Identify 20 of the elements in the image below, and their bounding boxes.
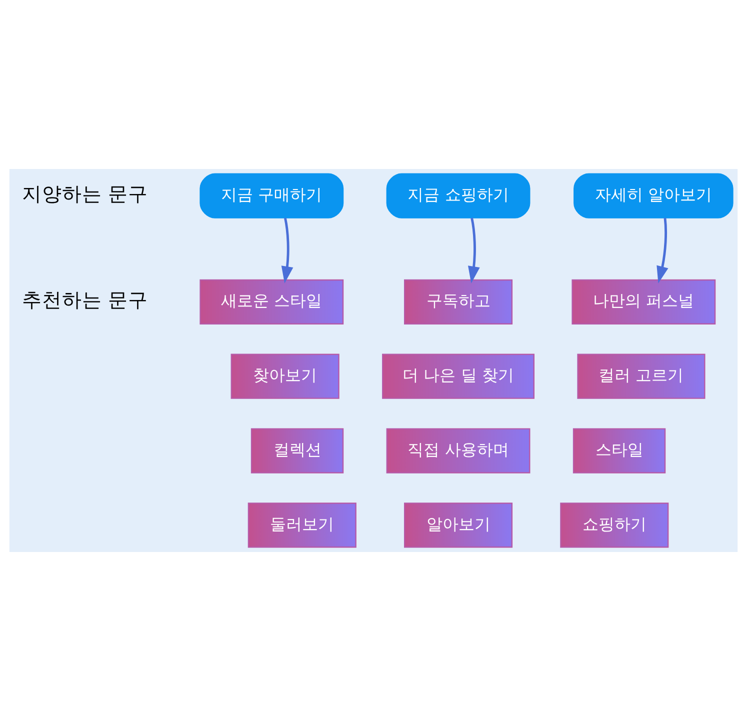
node-box: 지금 쇼핑하기 — [386, 172, 530, 218]
node-box: 컬렉션 — [250, 428, 344, 473]
node-box: 찾아보기 — [230, 353, 339, 398]
arrow — [468, 217, 480, 283]
node-box: 알아보기 — [404, 502, 512, 548]
label: 지양하는 문구 — [21, 182, 148, 205]
node-box: 둘러보기 — [247, 502, 356, 548]
node-box: 자세히 알아보기 — [573, 172, 733, 218]
node-box: 나만의 퍼스널 — [571, 278, 716, 324]
node-box: 스타일 — [572, 428, 666, 473]
node-box: 컬러 고르기 — [576, 353, 705, 398]
node-box: 지금 구매하기 — [199, 172, 344, 218]
node-box: 새로운 스타일 — [199, 278, 344, 324]
label: 추천하는 문구 — [21, 288, 148, 312]
arrow — [280, 217, 293, 283]
node-box: 더 나은 딜 찾기 — [382, 353, 534, 398]
node-box: 구독하고 — [404, 278, 512, 324]
node-box: 쇼핑하기 — [560, 502, 668, 548]
arrow — [656, 217, 668, 283]
node-box: 직접 사용하며 — [386, 428, 530, 473]
